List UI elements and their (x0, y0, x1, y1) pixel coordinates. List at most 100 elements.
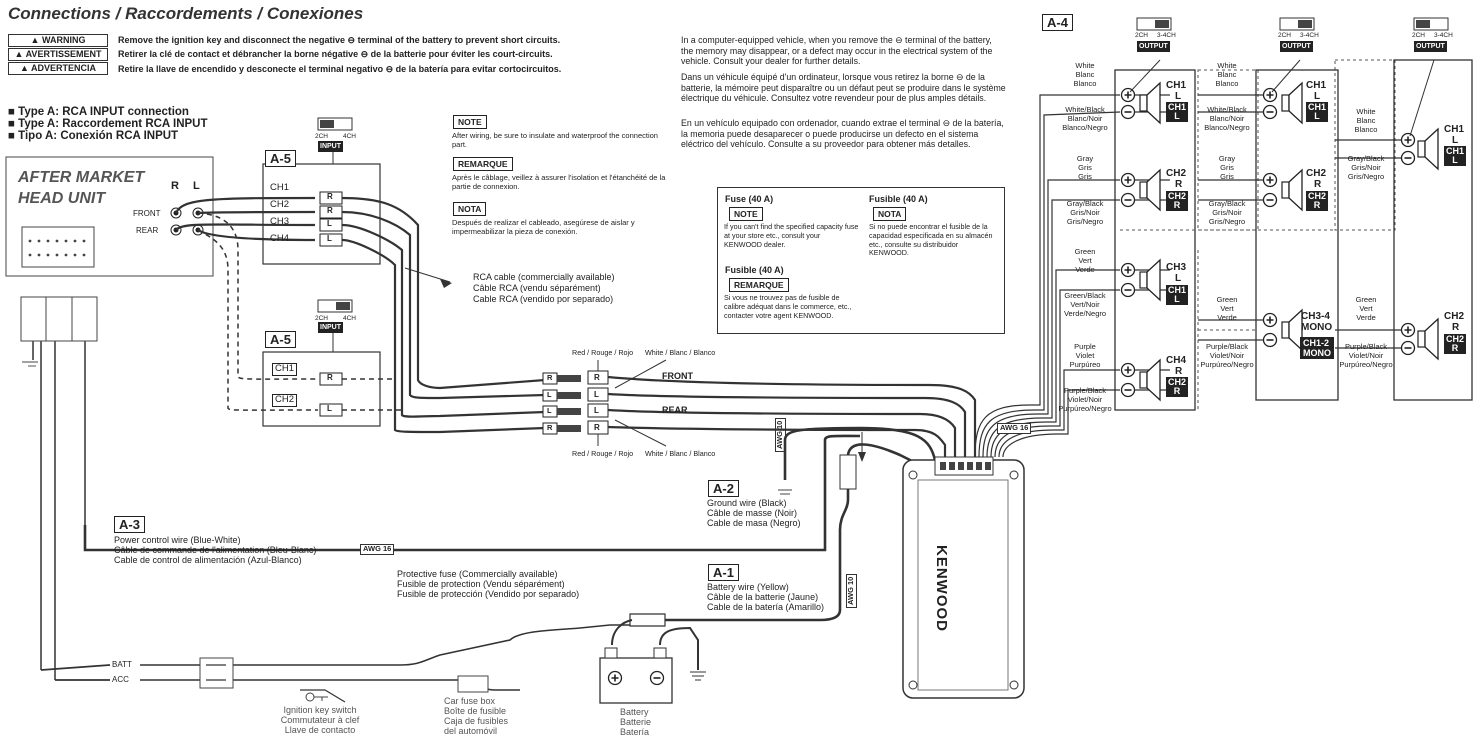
wire-pb-p1-fr: Violet/Noir (1067, 395, 1103, 404)
wire-white-p1-es: Blanco (1073, 79, 1097, 88)
wire-white-p3-fr: Blanc (1356, 116, 1376, 125)
memory-note-es: En un vehículo equipado con ordenador, c… (681, 118, 1004, 149)
a5-top-box (262, 163, 381, 265)
batt-fuse-holder (199, 657, 234, 689)
a4-panel-1 (1114, 69, 1196, 411)
input-switch-bottom-right: 4CH (343, 315, 357, 322)
page-title: Connections / Raccordements / Conexiones (8, 4, 364, 23)
head-unit-front: FRONT (133, 209, 161, 218)
rca-mid-plug-l1: L (547, 390, 552, 399)
battery-fr: Batterie (620, 717, 652, 727)
power-circuit (40, 613, 706, 703)
fuse-nota-label: NOTA (873, 207, 907, 221)
p3-ch2: CH2 (1444, 311, 1465, 322)
a5-plug-l1: L (327, 219, 332, 228)
p3-ch1-l: L (1452, 135, 1459, 146)
p1-ch4-r: R (1175, 366, 1183, 377)
a3-label: A-3 (114, 516, 145, 533)
a4-panel-3 (1393, 59, 1473, 401)
wire-pb-p3-fr: Violet/Noir (1348, 351, 1384, 360)
fuse-title-fr: Fusible (40 A) (725, 265, 784, 275)
wire-wb-p2: White/Black (1207, 105, 1247, 114)
a5-label-bottom: A-5 (265, 331, 296, 348)
protective-fuse-fr: Fusible de protection (Vendu séparément) (397, 579, 565, 589)
a3-line-3: Cable de control de alimentación (Azul-B… (114, 555, 302, 565)
battery-en: Battery (620, 707, 649, 717)
wire-white-p3-es: Blanco (1354, 125, 1378, 134)
wire-wb-p1-es: Blanco/Negro (1062, 123, 1108, 132)
wire-purple-p1: Purple (1074, 342, 1096, 351)
harness-connector (20, 296, 98, 342)
rca-mid-plug-r1: R (547, 373, 553, 382)
a5-bottom-plug-r: R (327, 373, 333, 382)
amp-brand: KENWOOD (933, 545, 950, 632)
a2-line-3: Cable de masa (Negro) (707, 518, 801, 528)
ignition-es: Llave de contacto (284, 725, 356, 735)
input-switch-top-right: 4CH (343, 133, 357, 140)
power-control-wire (83, 434, 861, 552)
a5-bottom-ch2: CH2 (272, 394, 298, 407)
rca-white-top: White / Blanc / Blanco (645, 348, 716, 357)
protective-fuse-es: Fusible de protección (Vendido por separ… (397, 589, 580, 599)
wire-pb-p1-es: Purpúreo/Negro (1058, 404, 1112, 413)
wire-green-p2-es: Verde (1217, 313, 1237, 322)
wire-gb-p1-es: Gris/Negro (1066, 217, 1104, 226)
a2-label: A-2 (708, 480, 739, 497)
remarque-text-rca: Après le câblage, veillez à assurer l'is… (452, 173, 666, 191)
fuse-title-en: Fuse (40 A) (725, 194, 774, 204)
wire-green-p1: Green (1074, 247, 1096, 256)
protective-fuse-en: Protective fuse (Commercially available) (397, 569, 558, 579)
wire-gray-p2-es: Gris (1220, 172, 1234, 181)
wire-wb-p1: White/Black (1065, 105, 1105, 114)
advertencia-text: Retire la llave de encendido y desconect… (118, 64, 562, 74)
acc-label: ACC (112, 675, 129, 684)
output-badge-2: OUTPUT (1280, 41, 1313, 52)
p1-ch3-l: L (1175, 273, 1182, 284)
head-unit-name-2: HEAD UNIT (18, 190, 106, 207)
awg16-power: AWG 16 (360, 544, 395, 555)
wire-purple-p1-es: Purpúreo (1069, 360, 1101, 369)
rca-jack-l2: L (594, 406, 599, 415)
car-fuse-3: Caja de fusibles (444, 716, 509, 726)
p2-ch1-l: L (1314, 91, 1321, 102)
wire-gb-p2: Gray/Black (1208, 199, 1246, 208)
output-switch-1-left: 2CH (1135, 32, 1149, 39)
wire-gnb-p1-es: Verde/Negro (1063, 309, 1107, 318)
p3-ch2-r: R (1452, 322, 1460, 333)
car-fuse-box (457, 675, 489, 693)
input-badge-top: INPUT (318, 141, 343, 152)
wire-white-p2-es: Blanco (1215, 79, 1239, 88)
p2-ch2: CH2 (1306, 168, 1327, 179)
fuse-note-box (717, 187, 1005, 334)
p3-ch1: CH1 (1444, 124, 1465, 135)
input-switch-bottom-left: 2CH (315, 315, 329, 322)
a1-label: A-1 (708, 564, 739, 581)
a5-bottom-plug-l: L (327, 404, 332, 413)
wire-pb-p2-es: Purpúreo/Negro (1200, 360, 1254, 369)
output-switch-2-left: 2CH (1278, 32, 1292, 39)
rca-cable-es: Cable RCA (vendido por separado) (473, 294, 614, 304)
ignition-fr: Commutateur à clef (280, 715, 360, 725)
a5-bottom-ch1: CH1 (272, 363, 298, 376)
wire-gb-p1-fr: Gris/Noir (1070, 208, 1100, 217)
fuse-title-es: Fusible (40 A) (869, 194, 928, 204)
head-unit-rear: REAR (136, 226, 159, 235)
wire-gnb-p1-fr: Vert/Noir (1070, 300, 1100, 309)
inline-fuse-amp (839, 454, 857, 490)
rca-plugs-middle (542, 370, 609, 435)
p1-ch1-l: L (1175, 91, 1182, 102)
amplifier (902, 456, 1025, 699)
p1-ch2: CH2 (1166, 168, 1187, 179)
wire-gb-p3: Gray/Black (1347, 154, 1385, 163)
ignition-key-graphic (305, 692, 328, 702)
wire-pb-p2: Purple/Black (1205, 342, 1249, 351)
output-switch-2-right: 3-4CH (1300, 32, 1319, 39)
a2-line-2: Câble de masse (Noir) (707, 508, 798, 518)
rca-mid-plug-l2: L (547, 406, 552, 415)
awg10-ground: AWG 10 (775, 417, 786, 452)
wire-gb-p1: Gray/Black (1066, 199, 1104, 208)
rca-jack-r2: R (594, 423, 600, 432)
a3-line-1: Power control wire (Blue-White) (114, 535, 241, 545)
